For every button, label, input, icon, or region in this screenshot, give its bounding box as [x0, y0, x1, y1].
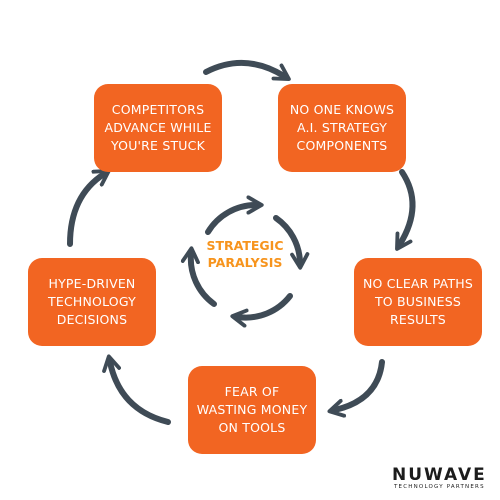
logo-name: NUWAVE [392, 465, 487, 485]
arrow-4-to-5 [102, 354, 171, 425]
cycle-arrows-icon [180, 195, 310, 328]
cycle-step-business-results: NO CLEAR PATHS TO BUSINESS RESULTS [354, 258, 482, 346]
cycle-step-competitors: COMPETITORS ADVANCE WHILE YOU'RE STUCK [94, 84, 222, 172]
brand-logo: NUWAVE TECHNOLOGY PARTNERS [392, 463, 492, 493]
arrow-1-to-2 [203, 60, 291, 81]
logo-tagline: TECHNOLOGY PARTNERS [394, 484, 485, 490]
arrow-2-to-3 [395, 169, 416, 251]
center-label: STRATEGIC PARALYSIS [206, 238, 284, 270]
cycle-step-wasting-money: FEAR OF WASTING MONEY ON TOOLS [188, 366, 316, 454]
arrow-3-to-4 [327, 359, 385, 418]
cycle-step-ai-strategy: NO ONE KNOWS A.I. STRATEGY COMPONENTS [278, 84, 406, 172]
cycle-step-hype-driven: HYPE-DRIVEN TECHNOLOGY DECISIONS [28, 258, 156, 346]
arrow-5-to-1 [67, 168, 111, 247]
